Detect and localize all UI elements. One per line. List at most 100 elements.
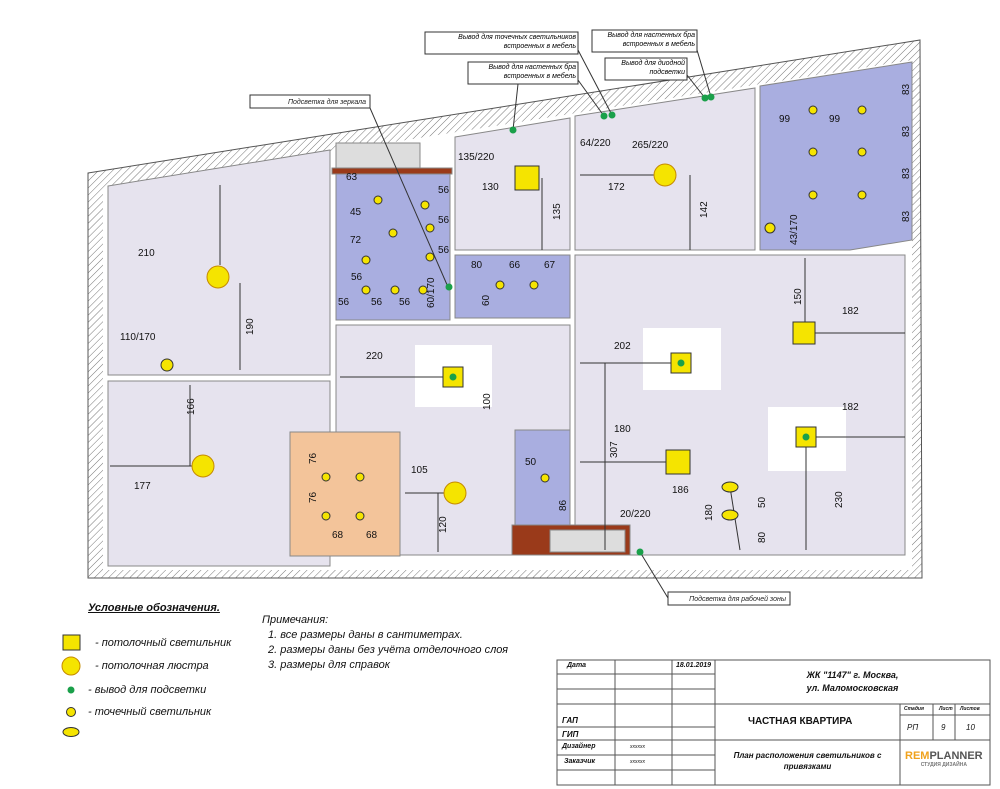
room-right-big bbox=[574, 254, 906, 556]
chandeliers bbox=[191, 163, 677, 505]
dim-label: 63 bbox=[346, 172, 358, 183]
dim-label: 56 bbox=[438, 215, 450, 226]
note-item: 2. размеры даны без учёта отделочного сл… bbox=[268, 644, 509, 656]
output-dot bbox=[701, 94, 709, 102]
output-dot bbox=[445, 283, 453, 291]
dim-label: 105 bbox=[411, 465, 428, 476]
dim-label: 67 bbox=[544, 260, 556, 271]
output-dot bbox=[608, 111, 616, 119]
designer-label: Дизайнер bbox=[562, 743, 596, 750]
sheet-label: Лист bbox=[939, 706, 953, 712]
chandelier-icon bbox=[206, 265, 230, 289]
dim-label: 180 bbox=[614, 424, 631, 435]
title-block bbox=[556, 659, 991, 786]
stage-value: РП bbox=[907, 723, 919, 732]
output-dot bbox=[509, 126, 517, 134]
dim-label: 64/220 bbox=[580, 138, 611, 149]
address-line-1: ЖК "1147" г. Москва, bbox=[806, 670, 899, 680]
dim-label: 56 bbox=[351, 272, 363, 283]
address-line-2: ул. Маломосковская bbox=[806, 683, 899, 693]
customer-value: xxxxxx bbox=[630, 759, 645, 765]
project-name: Частная квартира bbox=[748, 716, 853, 727]
dim-label: 86 bbox=[558, 499, 569, 511]
legend-oval-spot-icon bbox=[62, 727, 80, 737]
chandelier-icon bbox=[443, 481, 467, 505]
designer-value: xxxxxx bbox=[630, 744, 645, 750]
dim-label: 135 bbox=[552, 203, 563, 220]
stage-label: Стадия bbox=[904, 706, 924, 712]
dim-label: 76 bbox=[308, 452, 319, 464]
dim-label: 190 bbox=[245, 318, 256, 335]
bathroom bbox=[335, 171, 451, 321]
dim-label: 172 bbox=[608, 182, 625, 193]
callout-mirror: Подсветка для зеркала bbox=[249, 94, 449, 288]
legend-title: Условные обозначения. bbox=[88, 602, 220, 614]
notes-title: Примечания: bbox=[262, 614, 329, 626]
dim-label: 100 bbox=[482, 393, 493, 410]
dim-label: 80 bbox=[757, 531, 768, 543]
output-dot bbox=[636, 548, 644, 556]
spot-lights bbox=[160, 105, 867, 521]
dim-label: 150 bbox=[793, 288, 804, 305]
dim-label: 60/170 bbox=[426, 277, 437, 308]
dim-label: 60 bbox=[481, 294, 492, 306]
dim-label: 265/220 bbox=[632, 140, 669, 151]
dim-label: 307 bbox=[609, 441, 620, 458]
callout-diode: Вывод для диодной подсветки bbox=[604, 57, 706, 99]
callout-spots-furniture: Вывод для точечных светильников встроенн… bbox=[424, 31, 613, 116]
dim-label: 83 bbox=[901, 83, 912, 95]
dim-label: 99 bbox=[779, 114, 791, 125]
bath-top-fixture bbox=[335, 142, 421, 173]
customer-label: Заказчик bbox=[564, 758, 596, 765]
ceiling-luminaire bbox=[514, 165, 540, 191]
callout-wall-bra-2: Вывод для настенных бра встроенных в меб… bbox=[591, 29, 712, 98]
output-dot bbox=[449, 373, 457, 381]
legend-chandelier-icon bbox=[61, 656, 81, 676]
dim-label: 83 bbox=[901, 210, 912, 222]
sheet-value: 9 bbox=[941, 723, 946, 732]
dim-label: 99 bbox=[829, 114, 841, 125]
dim-label: 186 bbox=[672, 485, 689, 496]
dim-label: 230 bbox=[834, 491, 845, 508]
dim-label: 166 bbox=[186, 398, 197, 415]
blue-room-right bbox=[759, 61, 913, 251]
chandelier-icon bbox=[191, 454, 215, 478]
dim-label: 50 bbox=[525, 457, 537, 468]
dim-label: 177 bbox=[134, 481, 151, 492]
room-top-middle bbox=[454, 117, 571, 251]
dim-label: 45 bbox=[350, 207, 362, 218]
legend-spot-icon bbox=[66, 707, 76, 717]
dim-label: 68 bbox=[366, 530, 378, 541]
legend-item: - точечный светильник bbox=[88, 706, 212, 718]
dim-label: 202 bbox=[614, 341, 631, 352]
dim-label: 180 bbox=[704, 504, 715, 521]
legend-luminaire-icon bbox=[62, 634, 81, 651]
dim-label: 80 bbox=[471, 260, 483, 271]
light-outputs bbox=[445, 93, 810, 556]
output-dot bbox=[802, 433, 810, 441]
dim-label: 56 bbox=[399, 297, 411, 308]
address: ЖК "1147" г. Москва, ул. Маломосковская bbox=[715, 669, 990, 695]
dim-label: 182 bbox=[842, 306, 859, 317]
note-item: 1. все размеры даны в сантиметрах. bbox=[268, 629, 463, 641]
dim-label: 50 bbox=[757, 496, 768, 508]
small-blue-room bbox=[454, 254, 571, 319]
dim-label: 56 bbox=[371, 297, 383, 308]
date-value: 18.01.2019 bbox=[676, 662, 712, 669]
dim-label: 83 bbox=[901, 167, 912, 179]
dim-label: 66 bbox=[509, 260, 521, 271]
gip-label: ГИП bbox=[562, 730, 579, 739]
output-dot bbox=[707, 93, 715, 101]
dim-label: 210 bbox=[138, 248, 155, 259]
svg-text:Подсветка для зеркала: Подсветка для зеркала bbox=[288, 98, 366, 106]
callout-work-zone: Подсветка для рабочей зоны bbox=[639, 551, 791, 606]
dim-label: 56 bbox=[438, 185, 450, 196]
dim-label: 130 bbox=[482, 182, 499, 193]
bath-brick bbox=[331, 167, 453, 175]
dim-label: 83 bbox=[901, 125, 912, 137]
dim-label: 120 bbox=[438, 516, 449, 533]
dim-label: 56 bbox=[338, 297, 350, 308]
